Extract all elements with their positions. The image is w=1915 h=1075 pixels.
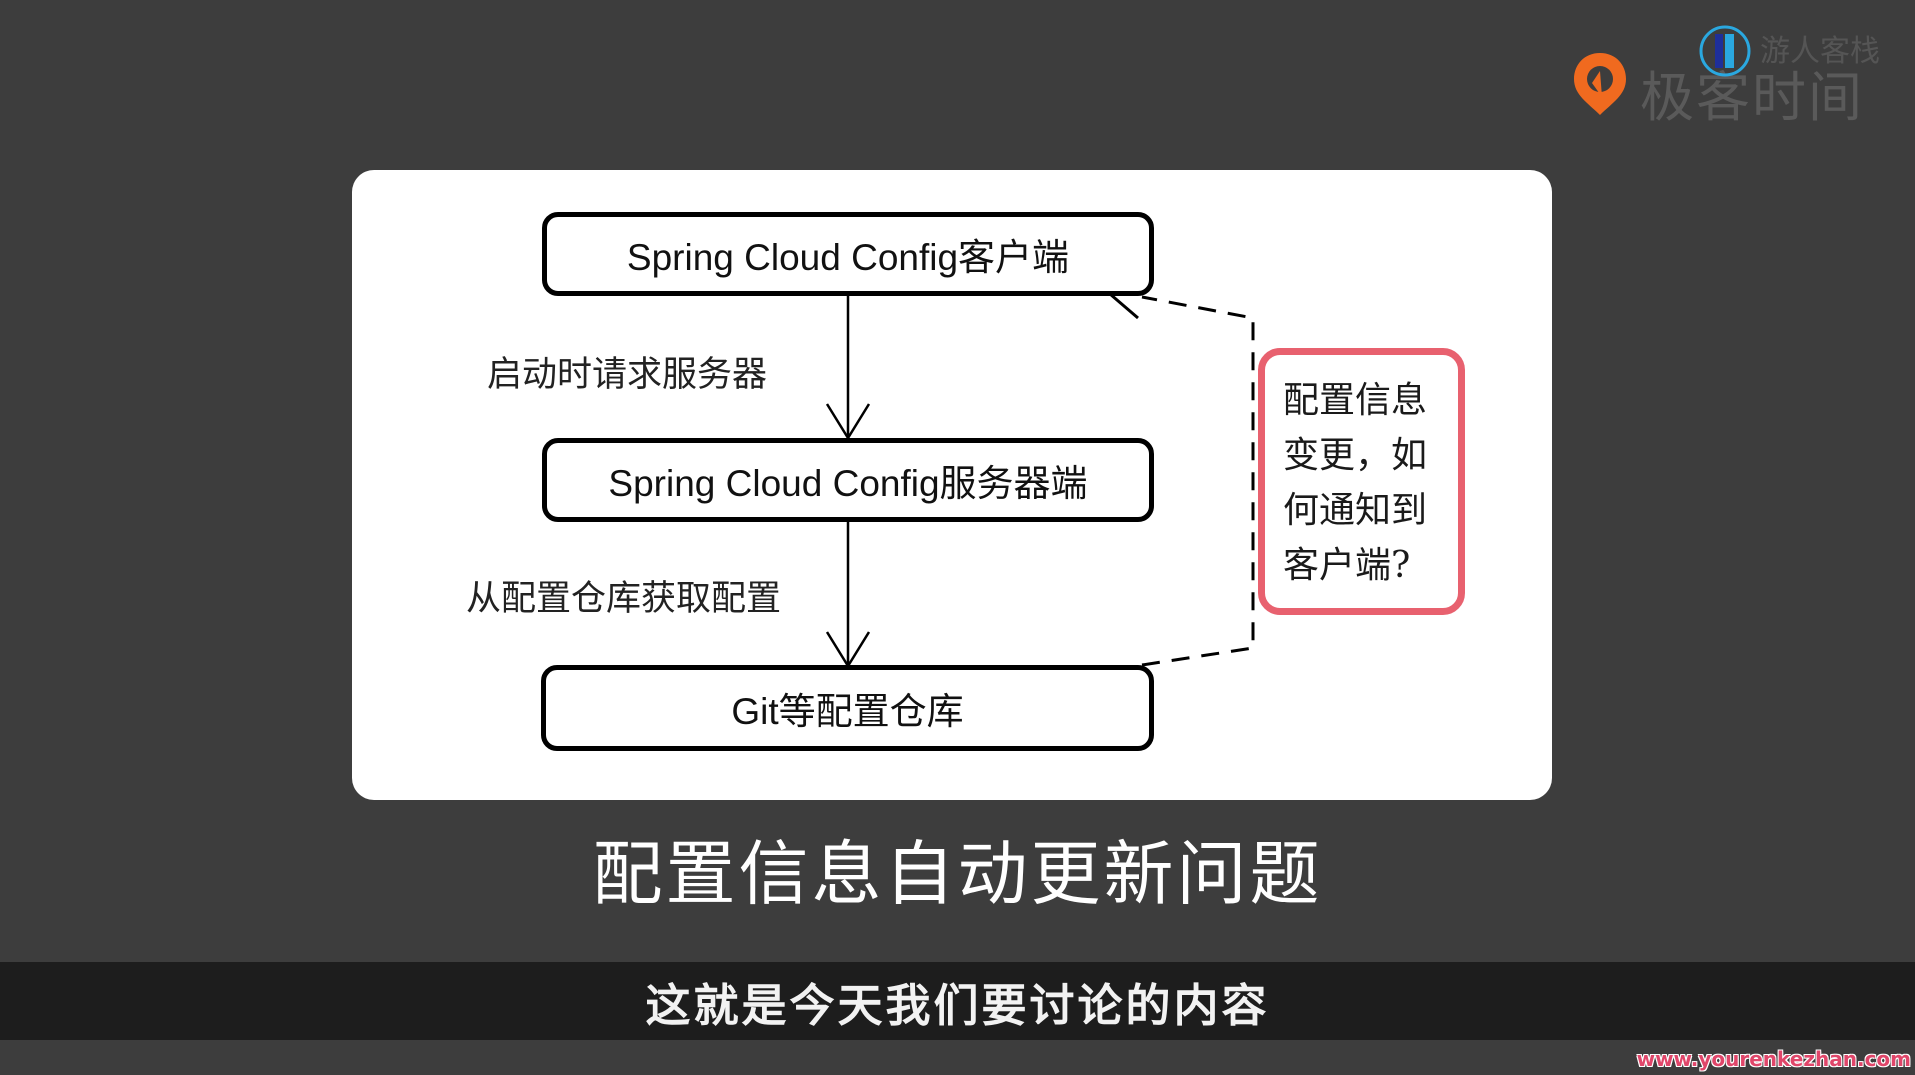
node-config-client: Spring Cloud Config客户端 bbox=[542, 212, 1154, 296]
note-line: 客户端? bbox=[1283, 545, 1411, 586]
node-config-client-label: Spring Cloud Config客户端 bbox=[626, 237, 1070, 278]
youren-badge-icon bbox=[1699, 25, 1751, 77]
site-watermark: www.yourenkezhan.com bbox=[1636, 1047, 1911, 1071]
node-config-repo: Git等配置仓库 bbox=[541, 665, 1154, 751]
note-line: 何通知到 bbox=[1283, 490, 1428, 531]
node-config-server: Spring Cloud Config服务器端 bbox=[542, 438, 1154, 522]
subtitle-bar: 这就是今天我们要讨论的内容 bbox=[0, 962, 1915, 1040]
node-config-repo-label: Git等配置仓库 bbox=[731, 691, 964, 732]
node-config-server-label: Spring Cloud Config服务器端 bbox=[608, 463, 1088, 504]
edge-label-fetch-config: 从配置仓库获取配置 bbox=[466, 579, 782, 619]
slide-panel: Spring Cloud Config客户端 Spring Cloud Conf… bbox=[352, 170, 1552, 800]
geektime-logo: 极客时间 bbox=[1570, 45, 1870, 129]
note-line: 变更，如 bbox=[1283, 435, 1428, 476]
geektime-logo-text: 极客时间 bbox=[1640, 66, 1864, 129]
geektime-pin-icon bbox=[1574, 53, 1626, 115]
youren-badge-text: 游人客栈 bbox=[1760, 34, 1880, 69]
edge-label-request-server: 启动时请求服务器 bbox=[487, 355, 768, 395]
slide-title: 配置信息自动更新问题 bbox=[592, 833, 1323, 915]
subtitle-text: 这就是今天我们要讨论的内容 bbox=[645, 978, 1270, 1032]
note-callout: 配置信息 变更，如 何通知到 客户端? bbox=[1258, 348, 1465, 615]
note-line: 配置信息 bbox=[1283, 380, 1428, 421]
